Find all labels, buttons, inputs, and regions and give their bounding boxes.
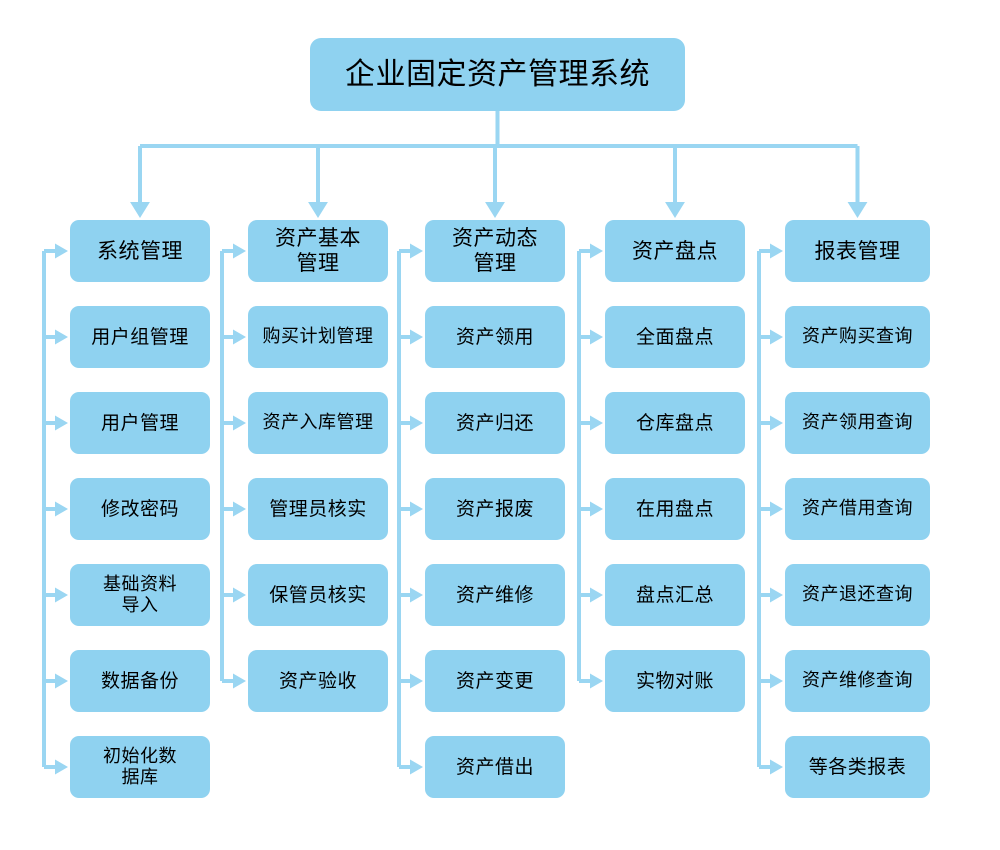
column-5-item-6[interactable]: 等各类报表 <box>785 736 930 798</box>
column-2-item-3[interactable]: 管理员核实 <box>248 478 388 540</box>
column-header-3[interactable]: 资产动态管理 <box>425 220 565 282</box>
column-3-item-2[interactable]: 资产归还 <box>425 392 565 454</box>
column-4-item-4[interactable]: 盘点汇总 <box>605 564 745 626</box>
column-3-item-1[interactable]: 资产领用 <box>425 306 565 368</box>
column-2-item-1[interactable]: 购买计划管理 <box>248 306 388 368</box>
column-3-item-3[interactable]: 资产报废 <box>425 478 565 540</box>
column-3-item-4[interactable]: 资产维修 <box>425 564 565 626</box>
column-header-2[interactable]: 资产基本管理 <box>248 220 388 282</box>
column-4-item-1[interactable]: 全面盘点 <box>605 306 745 368</box>
column-5-item-3[interactable]: 资产借用查询 <box>785 478 930 540</box>
column-3-item-6[interactable]: 资产借出 <box>425 736 565 798</box>
column-5-item-2[interactable]: 资产领用查询 <box>785 392 930 454</box>
column-4-item-5[interactable]: 实物对账 <box>605 650 745 712</box>
column-1-item-1[interactable]: 用户组管理 <box>70 306 210 368</box>
column-5-item-1[interactable]: 资产购买查询 <box>785 306 930 368</box>
column-2-item-5[interactable]: 资产验收 <box>248 650 388 712</box>
column-header-1[interactable]: 系统管理 <box>70 220 210 282</box>
column-1-item-6[interactable]: 初始化数据库 <box>70 736 210 798</box>
column-header-5[interactable]: 报表管理 <box>785 220 930 282</box>
root-node[interactable]: 企业固定资产管理系统 <box>310 38 685 111</box>
column-2-item-2[interactable]: 资产入库管理 <box>248 392 388 454</box>
column-3-item-5[interactable]: 资产变更 <box>425 650 565 712</box>
column-4-item-3[interactable]: 在用盘点 <box>605 478 745 540</box>
column-1-item-5[interactable]: 数据备份 <box>70 650 210 712</box>
column-2-item-4[interactable]: 保管员核实 <box>248 564 388 626</box>
column-5-item-4[interactable]: 资产退还查询 <box>785 564 930 626</box>
column-1-item-4[interactable]: 基础资料导入 <box>70 564 210 626</box>
column-header-4[interactable]: 资产盘点 <box>605 220 745 282</box>
column-1-item-3[interactable]: 修改密码 <box>70 478 210 540</box>
column-5-item-5[interactable]: 资产维修查询 <box>785 650 930 712</box>
column-4-item-2[interactable]: 仓库盘点 <box>605 392 745 454</box>
column-1-item-2[interactable]: 用户管理 <box>70 392 210 454</box>
